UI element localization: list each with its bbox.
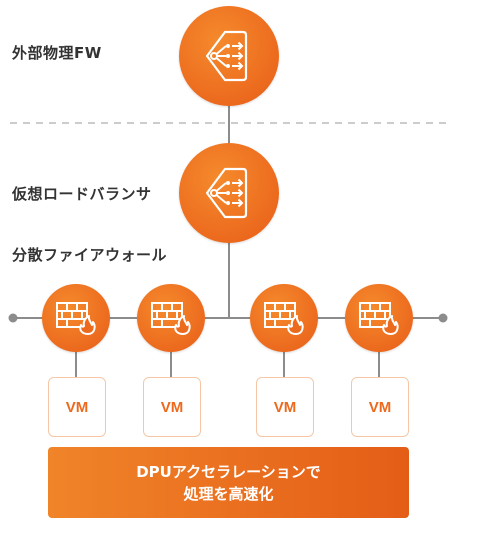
dpu-acceleration-banner: DPUアクセラレーションで 処理を高速化: [48, 447, 409, 518]
virtual-lb-label: 仮想ロードバランサ: [12, 185, 152, 203]
load-distribution-icon: [205, 167, 248, 219]
vm-box-1[interactable]: VM: [48, 377, 106, 437]
bus-right-endpoint: [438, 313, 448, 323]
brick-firewall-icon: [264, 302, 304, 335]
brick-firewall-icon: [56, 302, 96, 335]
virtual-lb-node[interactable]: [179, 143, 279, 243]
vm-label: VM: [65, 398, 89, 416]
physical-fw-label: 外部物理FW: [12, 44, 102, 62]
vm-label: VM: [368, 398, 392, 416]
distributed-fw-node-4[interactable]: [345, 284, 413, 352]
distributed-fw-label: 分散ファイアウォール: [12, 246, 168, 264]
dpu-line-2: 処理を高速化: [183, 484, 274, 503]
dpu-line-1: DPUアクセラレーションで: [136, 462, 321, 481]
vm-box-4[interactable]: VM: [351, 377, 409, 437]
vm-box-3[interactable]: VM: [256, 377, 314, 437]
physical-fw-node[interactable]: [179, 6, 279, 106]
brick-firewall-icon: [151, 302, 191, 335]
distributed-fw-node-1[interactable]: [42, 284, 110, 352]
vm-label: VM: [273, 398, 297, 416]
distributed-fw-node-3[interactable]: [250, 284, 318, 352]
vm-box-2[interactable]: VM: [143, 377, 201, 437]
distributed-fw-node-2[interactable]: [137, 284, 205, 352]
vm-label: VM: [160, 398, 184, 416]
brick-firewall-icon: [359, 302, 399, 335]
bus-left-endpoint: [8, 313, 18, 323]
load-distribution-icon: [205, 30, 248, 82]
